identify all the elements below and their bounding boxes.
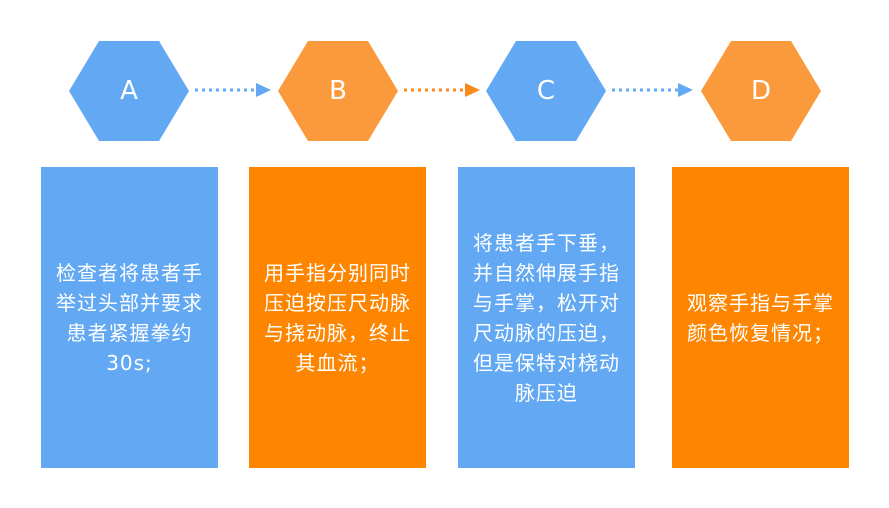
step-d-hexagon: D <box>701 41 821 141</box>
step-a-description: 检查者将患者手举过头部并要求患者紧握拳约30s; <box>56 260 203 375</box>
arrow-a-to-b <box>195 83 271 97</box>
step-b-card: 用手指分别同时压迫按压尺动脉与挠动脉，终止其血流； <box>249 167 426 468</box>
step-a-label: A <box>120 76 138 106</box>
step-a-card: 检查者将患者手举过头部并要求患者紧握拳约30s; <box>41 167 218 468</box>
step-b-hexagon: B <box>278 41 398 141</box>
step-b-label: B <box>329 76 347 106</box>
step-c-description: 将患者手下垂，并自然伸展手指与手掌，松开对尺动脉的压迫，但是保特对桡动脉压迫 <box>473 230 620 405</box>
arrow-b-to-c <box>404 83 480 97</box>
step-d-card: 观察手指与手掌颜色恢复情况； <box>672 167 849 468</box>
arrow-c-to-d <box>612 83 693 97</box>
step-d-label: D <box>750 76 772 106</box>
step-c-label: C <box>536 76 556 106</box>
step-c-card: 将患者手下垂，并自然伸展手指与手掌，松开对尺动脉的压迫，但是保特对桡动脉压迫 <box>458 167 635 468</box>
step-a-hexagon: A <box>69 41 189 141</box>
step-b-description: 用手指分别同时压迫按压尺动脉与挠动脉，终止其血流； <box>264 260 411 375</box>
step-d-description: 观察手指与手掌颜色恢复情况； <box>687 290 834 345</box>
step-c-hexagon: C <box>486 41 606 141</box>
